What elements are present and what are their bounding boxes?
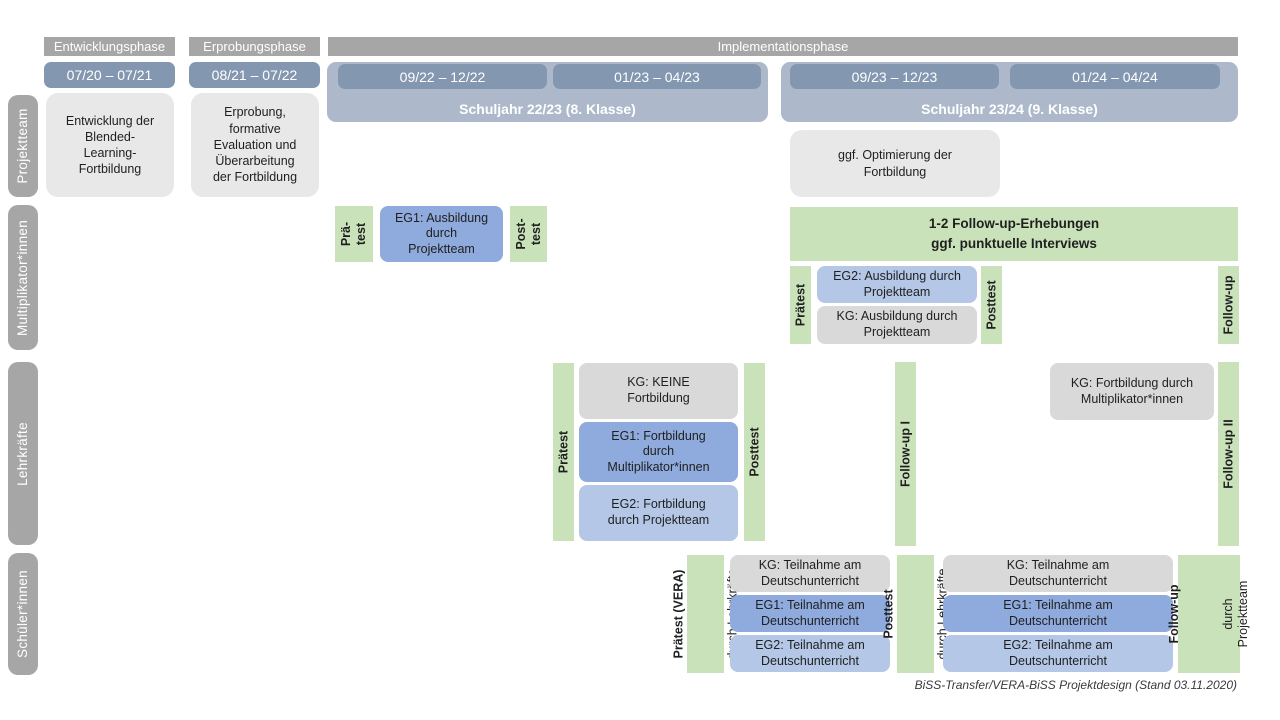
praetest-bar-multiplikatoren: Prä- test — [335, 206, 373, 262]
followup-bar-multiplikatoren: Follow-up — [1218, 266, 1239, 344]
praetest-bar-lehrkraefte: Prätest — [553, 363, 574, 541]
date-range-0922-1222: 09/22 – 12/22 — [338, 64, 547, 89]
praetest2-bar-multiplikatoren: Prätest — [790, 266, 811, 344]
eg2-teilnahme-box-2: EG2: Teilnahme am Deutschunterricht — [943, 635, 1173, 672]
followup-label: Follow-up — [1167, 584, 1182, 644]
school-year-label-2324: Schuljahr 23/24 (9. Klasse) — [921, 101, 1098, 117]
kg-ausbildung-box: KG: Ausbildung durch Projektteam — [817, 306, 977, 344]
row-label-multiplikatorinnen: Multiplikator*innen — [8, 205, 38, 350]
date-range-0123-0423: 01/23 – 04/23 — [553, 64, 761, 89]
school-year-label-2223: Schuljahr 22/23 (8. Klasse) — [459, 101, 636, 117]
posttest-bar-multiplikatoren: Post- test — [510, 206, 547, 262]
row-label-schuelerinnen: Schüler*innen — [8, 553, 38, 675]
eg2-ausbildung-box: EG2: Ausbildung durch Projektteam — [817, 266, 977, 303]
date-range-0124-0424: 01/24 – 04/24 — [1010, 64, 1220, 89]
optimierung-fortbildung-box: ggf. Optimierung der Fortbildung — [790, 130, 1000, 197]
eg1-teilnahme-box-1: EG1: Teilnahme am Deutschunterricht — [730, 595, 890, 632]
eg2-fortbildung-box: EG2: Fortbildung durch Projektteam — [579, 485, 738, 541]
posttest-bar-lehrkraefte: Posttest — [744, 363, 765, 541]
erprobung-evaluation-box: Erprobung, formative Evaluation und Über… — [191, 93, 319, 197]
kg-fortbildung-multiplikatoren-box: KG: Fortbildung durch Multiplikator*inne… — [1050, 363, 1214, 420]
kg-keine-fortbildung-box: KG: KEINE Fortbildung — [579, 363, 738, 419]
eg1-fortbildung-box: EG1: Fortbildung durch Multiplikator*inn… — [579, 422, 738, 482]
followup-erhebungen-banner: 1-2 Follow-up-Erhebungen ggf. punktuelle… — [790, 207, 1238, 261]
phase-header-implementationsphase: Implementationsphase — [328, 37, 1238, 56]
eg2-teilnahme-box-1: EG2: Teilnahme am Deutschunterricht — [730, 635, 890, 672]
posttest-label: Posttest — [881, 589, 896, 639]
date-range-0821-0722: 08/21 – 07/22 — [189, 62, 320, 88]
followup-bar-schueler: Follow-up durch Projektteam — [1167, 555, 1250, 673]
entwicklung-fortbildung-box: Entwicklung der Blended- Learning- Fortb… — [46, 93, 174, 197]
row-label-projektteam: Projektteam — [8, 95, 38, 197]
kg-teilnahme-box-1: KG: Teilnahme am Deutschunterricht — [730, 555, 890, 592]
school-year-bar-2324: 09/23 – 12/23 01/24 – 04/24 Schuljahr 23… — [781, 62, 1238, 122]
followup1-bar-lehrkraefte: Follow-up I — [895, 362, 916, 546]
posttest2-bar-multiplikatoren: Posttest — [981, 266, 1002, 344]
diagram-caption: BiSS-Transfer/VERA-BiSS Projektdesign (S… — [914, 678, 1237, 692]
date-range-0923-1223: 09/23 – 12/23 — [790, 64, 999, 89]
phase-header-entwicklungsphase: Entwicklungsphase — [44, 37, 175, 56]
eg1-ausbildung-box: EG1: Ausbildung durch Projektteam — [380, 206, 503, 262]
praetest-vera-bar-schueler: Prätest (VERA) durch Lehrkräfte — [671, 555, 739, 673]
praetest-vera-label: Prätest (VERA) — [671, 569, 686, 659]
kg-teilnahme-box-2: KG: Teilnahme am Deutschunterricht — [943, 555, 1173, 592]
school-year-bar-2223: 09/22 – 12/22 01/23 – 04/23 Schuljahr 22… — [327, 62, 768, 122]
followup2-bar-lehrkraefte: Follow-up II — [1218, 362, 1239, 546]
followup-sublabel: durch Projektteam — [1220, 580, 1250, 648]
posttest-bar-schueler: Posttest durch Lehrkräfte — [881, 555, 949, 673]
row-label-lehrkraefte: Lehrkräfte — [8, 362, 38, 545]
eg1-teilnahme-box-2: EG1: Teilnahme am Deutschunterricht — [943, 595, 1173, 632]
date-range-0720-0721: 07/20 – 07/21 — [44, 62, 175, 88]
phase-header-erprobungsphase: Erprobungsphase — [189, 37, 320, 56]
